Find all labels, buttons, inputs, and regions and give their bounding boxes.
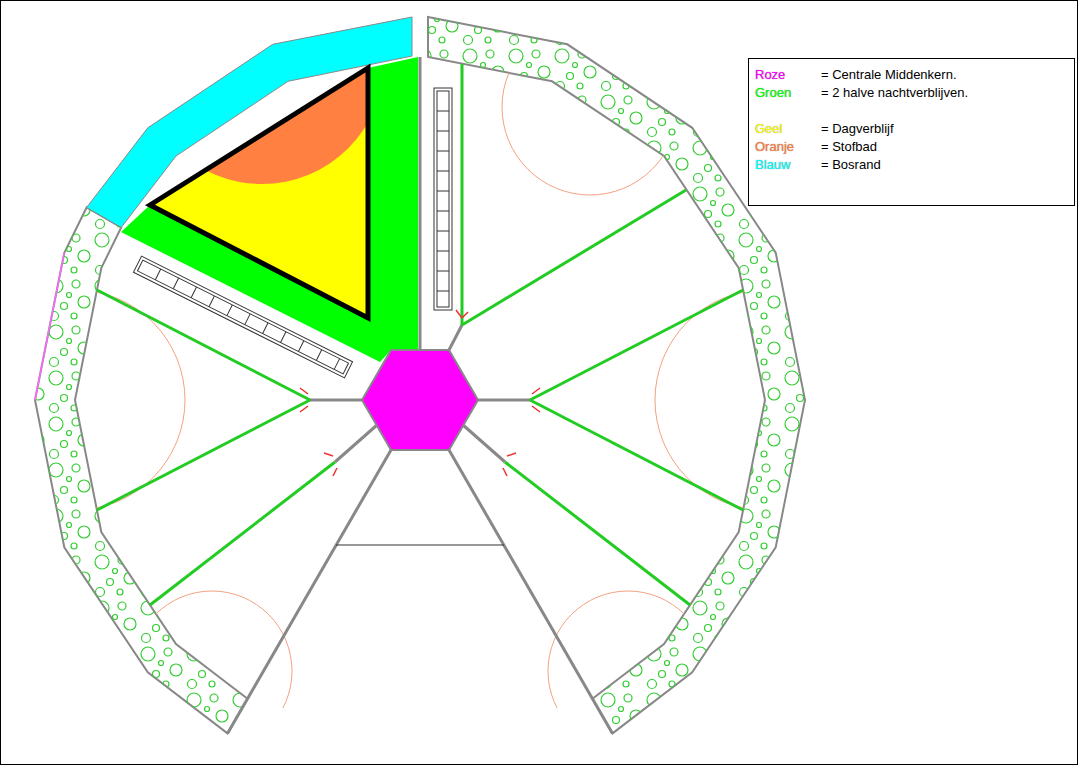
legend-color-word: Geel bbox=[755, 121, 782, 136]
legend-row: Roze= Centrale Middenkern. bbox=[755, 66, 891, 83]
legend-color-word: Blauw bbox=[755, 157, 790, 172]
legend-text: = 2 halve nachtverblijven. bbox=[821, 85, 968, 100]
legend-swatch: Geel bbox=[755, 120, 782, 137]
legend-text: = Centrale Middenkern. bbox=[821, 67, 957, 82]
night-shelter bbox=[121, 57, 418, 362]
legend-box: Roze= Centrale Middenkern.Groen= 2 halve… bbox=[748, 58, 1075, 206]
legend-text: = Stofbad bbox=[821, 139, 877, 154]
legend-color-word: Roze bbox=[755, 67, 785, 82]
dust-bath bbox=[140, 0, 384, 184]
perch-grid bbox=[434, 88, 452, 310]
perch-grid bbox=[133, 256, 352, 378]
legend-text: = Bosrand bbox=[821, 157, 881, 172]
entrance-line bbox=[336, 544, 504, 545]
planting-band bbox=[35, 17, 805, 733]
legend-text: = Dagverblijf bbox=[821, 121, 894, 136]
legend-row: Geel= Dagverblijf bbox=[755, 120, 828, 137]
door-mark bbox=[300, 310, 540, 476]
legend-row: Oranje= Stofbad bbox=[755, 138, 811, 155]
legend-row: Blauw= Bosrand bbox=[755, 156, 815, 173]
legend-color-word: Oranje bbox=[755, 139, 794, 154]
central-core bbox=[362, 350, 478, 450]
legend-swatch: Oranje bbox=[755, 138, 794, 155]
wall bbox=[228, 57, 613, 733]
legend-swatch: Groen bbox=[755, 84, 791, 101]
circle-outline bbox=[0, 19, 875, 751]
shelter-divider bbox=[97, 64, 743, 605]
legend-swatch: Roze bbox=[755, 66, 785, 83]
legend-color-word: Groen bbox=[755, 85, 791, 100]
legend-row: Groen= 2 halve nachtverblijven. bbox=[755, 84, 902, 101]
legend-swatch: Blauw bbox=[755, 156, 790, 173]
